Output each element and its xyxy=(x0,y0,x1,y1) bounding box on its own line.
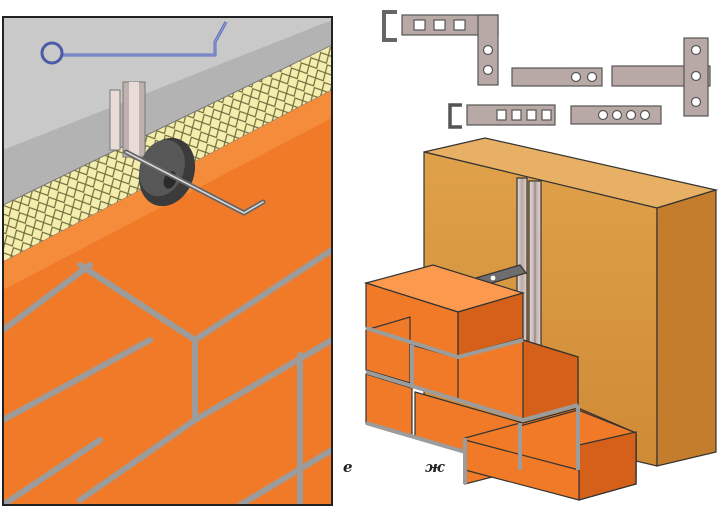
timber-side-face xyxy=(656,189,717,467)
mortar-joints xyxy=(3,247,332,505)
right-mortar-joints xyxy=(365,326,580,484)
short-strip-tie-icon xyxy=(511,67,603,87)
brick-facing-layer xyxy=(3,90,332,505)
perforated-strip-tie-icon xyxy=(448,103,556,129)
round-hole-strip-tie-icon xyxy=(570,105,662,125)
panel-left-label: е xyxy=(343,458,353,476)
t-plate-tie-icon xyxy=(611,37,711,117)
right-panel-timber-wall xyxy=(363,137,719,501)
c-hook-bracket-icon xyxy=(382,10,499,86)
panel-right-label: ж xyxy=(425,458,445,476)
brick-stack xyxy=(363,264,637,501)
left-panel-frame xyxy=(2,16,333,506)
anchor-parts-set xyxy=(382,10,711,129)
anchor-channel xyxy=(109,81,146,158)
left-panel-wall-section xyxy=(3,17,332,505)
